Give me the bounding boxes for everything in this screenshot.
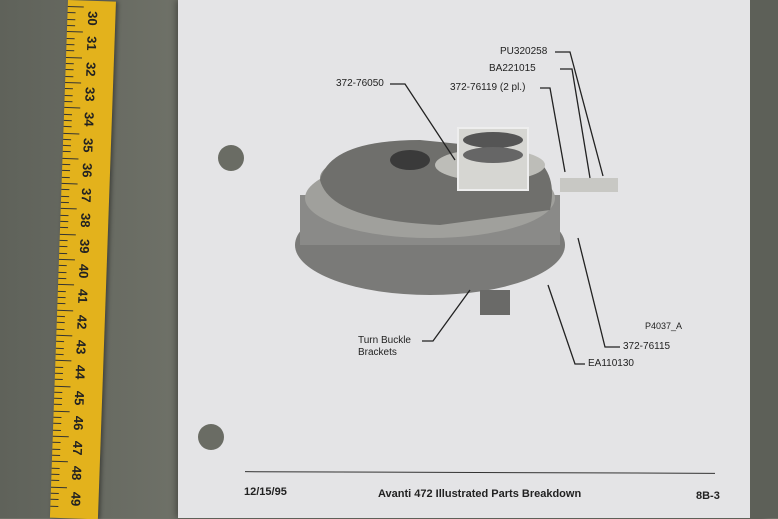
figure-id: P4037_A <box>645 321 683 331</box>
callout-372-76115: 372-76115 <box>623 341 671 352</box>
callout-turnbuckle-2: Brackets <box>358 347 397 358</box>
callout-pu320258: PU320258 <box>500 46 548 57</box>
callout-turnbuckle-1: Turn Buckle <box>358 335 411 346</box>
footer-title: Avanti 472 Illustrated Parts Breakdown <box>378 488 582 500</box>
callout-ba221015: BA221015 <box>489 63 536 74</box>
callout-372-76119: 372-76119 (2 pl.) <box>450 82 526 93</box>
callout-372-76050: 372-76050 <box>336 78 384 89</box>
footer-page-number: 8B-3 <box>696 490 720 502</box>
callout-ea110130: EA110130 <box>588 358 634 369</box>
actuator-drawing <box>295 127 618 315</box>
background-edge <box>750 0 778 518</box>
leader-lines <box>390 51 620 365</box>
punch-hole <box>198 424 224 450</box>
footer-date: 12/15/95 <box>244 486 287 498</box>
punch-hole <box>218 145 244 171</box>
